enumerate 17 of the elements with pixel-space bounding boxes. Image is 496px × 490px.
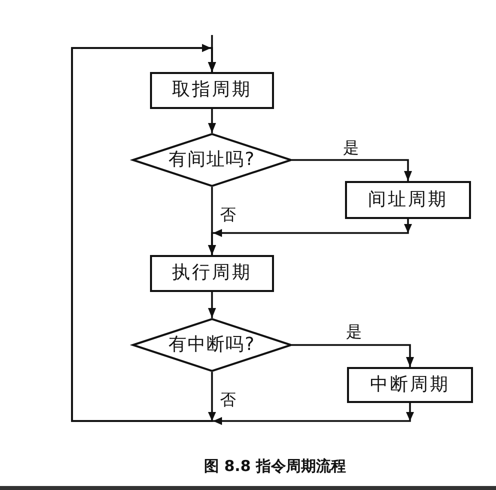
process-box — [150, 72, 274, 109]
node-text: 取指周期 — [172, 80, 252, 101]
node-text: 有间址吗? — [168, 150, 256, 170]
decision-diamond — [132, 133, 292, 187]
edge-label: 否 — [220, 206, 236, 224]
edge-label: 否 — [220, 391, 236, 409]
node-text: 执行周期 — [172, 263, 252, 284]
process-box — [345, 181, 471, 219]
edge-label: 是 — [346, 323, 362, 341]
node-text: 间址周期 — [368, 190, 448, 210]
decision-diamond — [132, 318, 292, 372]
node-text: 中断周期 — [370, 374, 450, 396]
process-box — [347, 367, 473, 403]
figure-caption: 图 8.8 指令周期流程 — [204, 457, 346, 475]
edge-label: 是 — [343, 139, 359, 157]
node-text: 有中断吗? — [168, 334, 256, 356]
process-box — [150, 255, 274, 292]
